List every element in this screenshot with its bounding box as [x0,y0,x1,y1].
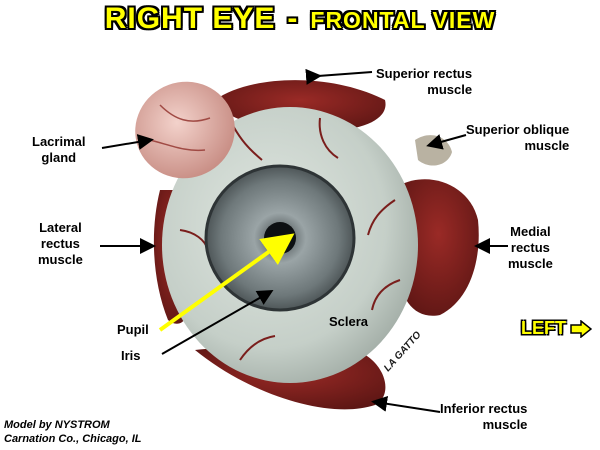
pointer-lines [100,68,508,413]
arrow-right-icon [570,319,592,338]
pupil [264,222,296,254]
medial-rectus-muscle [398,179,479,316]
watermark: LA GATTO [382,329,424,374]
left-nav-label: LEFT [521,318,566,338]
title-separator: - [287,2,299,35]
model-credit: Model by NYSTROM Carnation Co., Chicago,… [4,419,142,445]
label-pupil: Pupil [117,322,149,337]
lacrimal-gland [135,81,235,179]
title-subtitle: FRONTAL VIEW [310,7,496,33]
label-superior-oblique: Superior oblique muscle [466,122,570,153]
label-medial-rectus: Medial rectus muscle [508,224,553,271]
label-superior-rectus: Superior rectus muscle [376,66,473,97]
label-inferior-rectus: Inferior rectus muscle [440,401,528,432]
diagram-title: RIGHT EYE-FRONTAL VIEW [0,2,600,36]
label-lacrimal-gland: Lacrimal gland [32,134,86,165]
left-view-nav[interactable]: LEFT [521,318,592,339]
label-iris: Iris [121,348,141,363]
title-main: RIGHT EYE [104,2,276,35]
label-sclera: Sclera [329,314,369,329]
label-lateral-rectus: Lateral rectus muscle [38,220,83,267]
